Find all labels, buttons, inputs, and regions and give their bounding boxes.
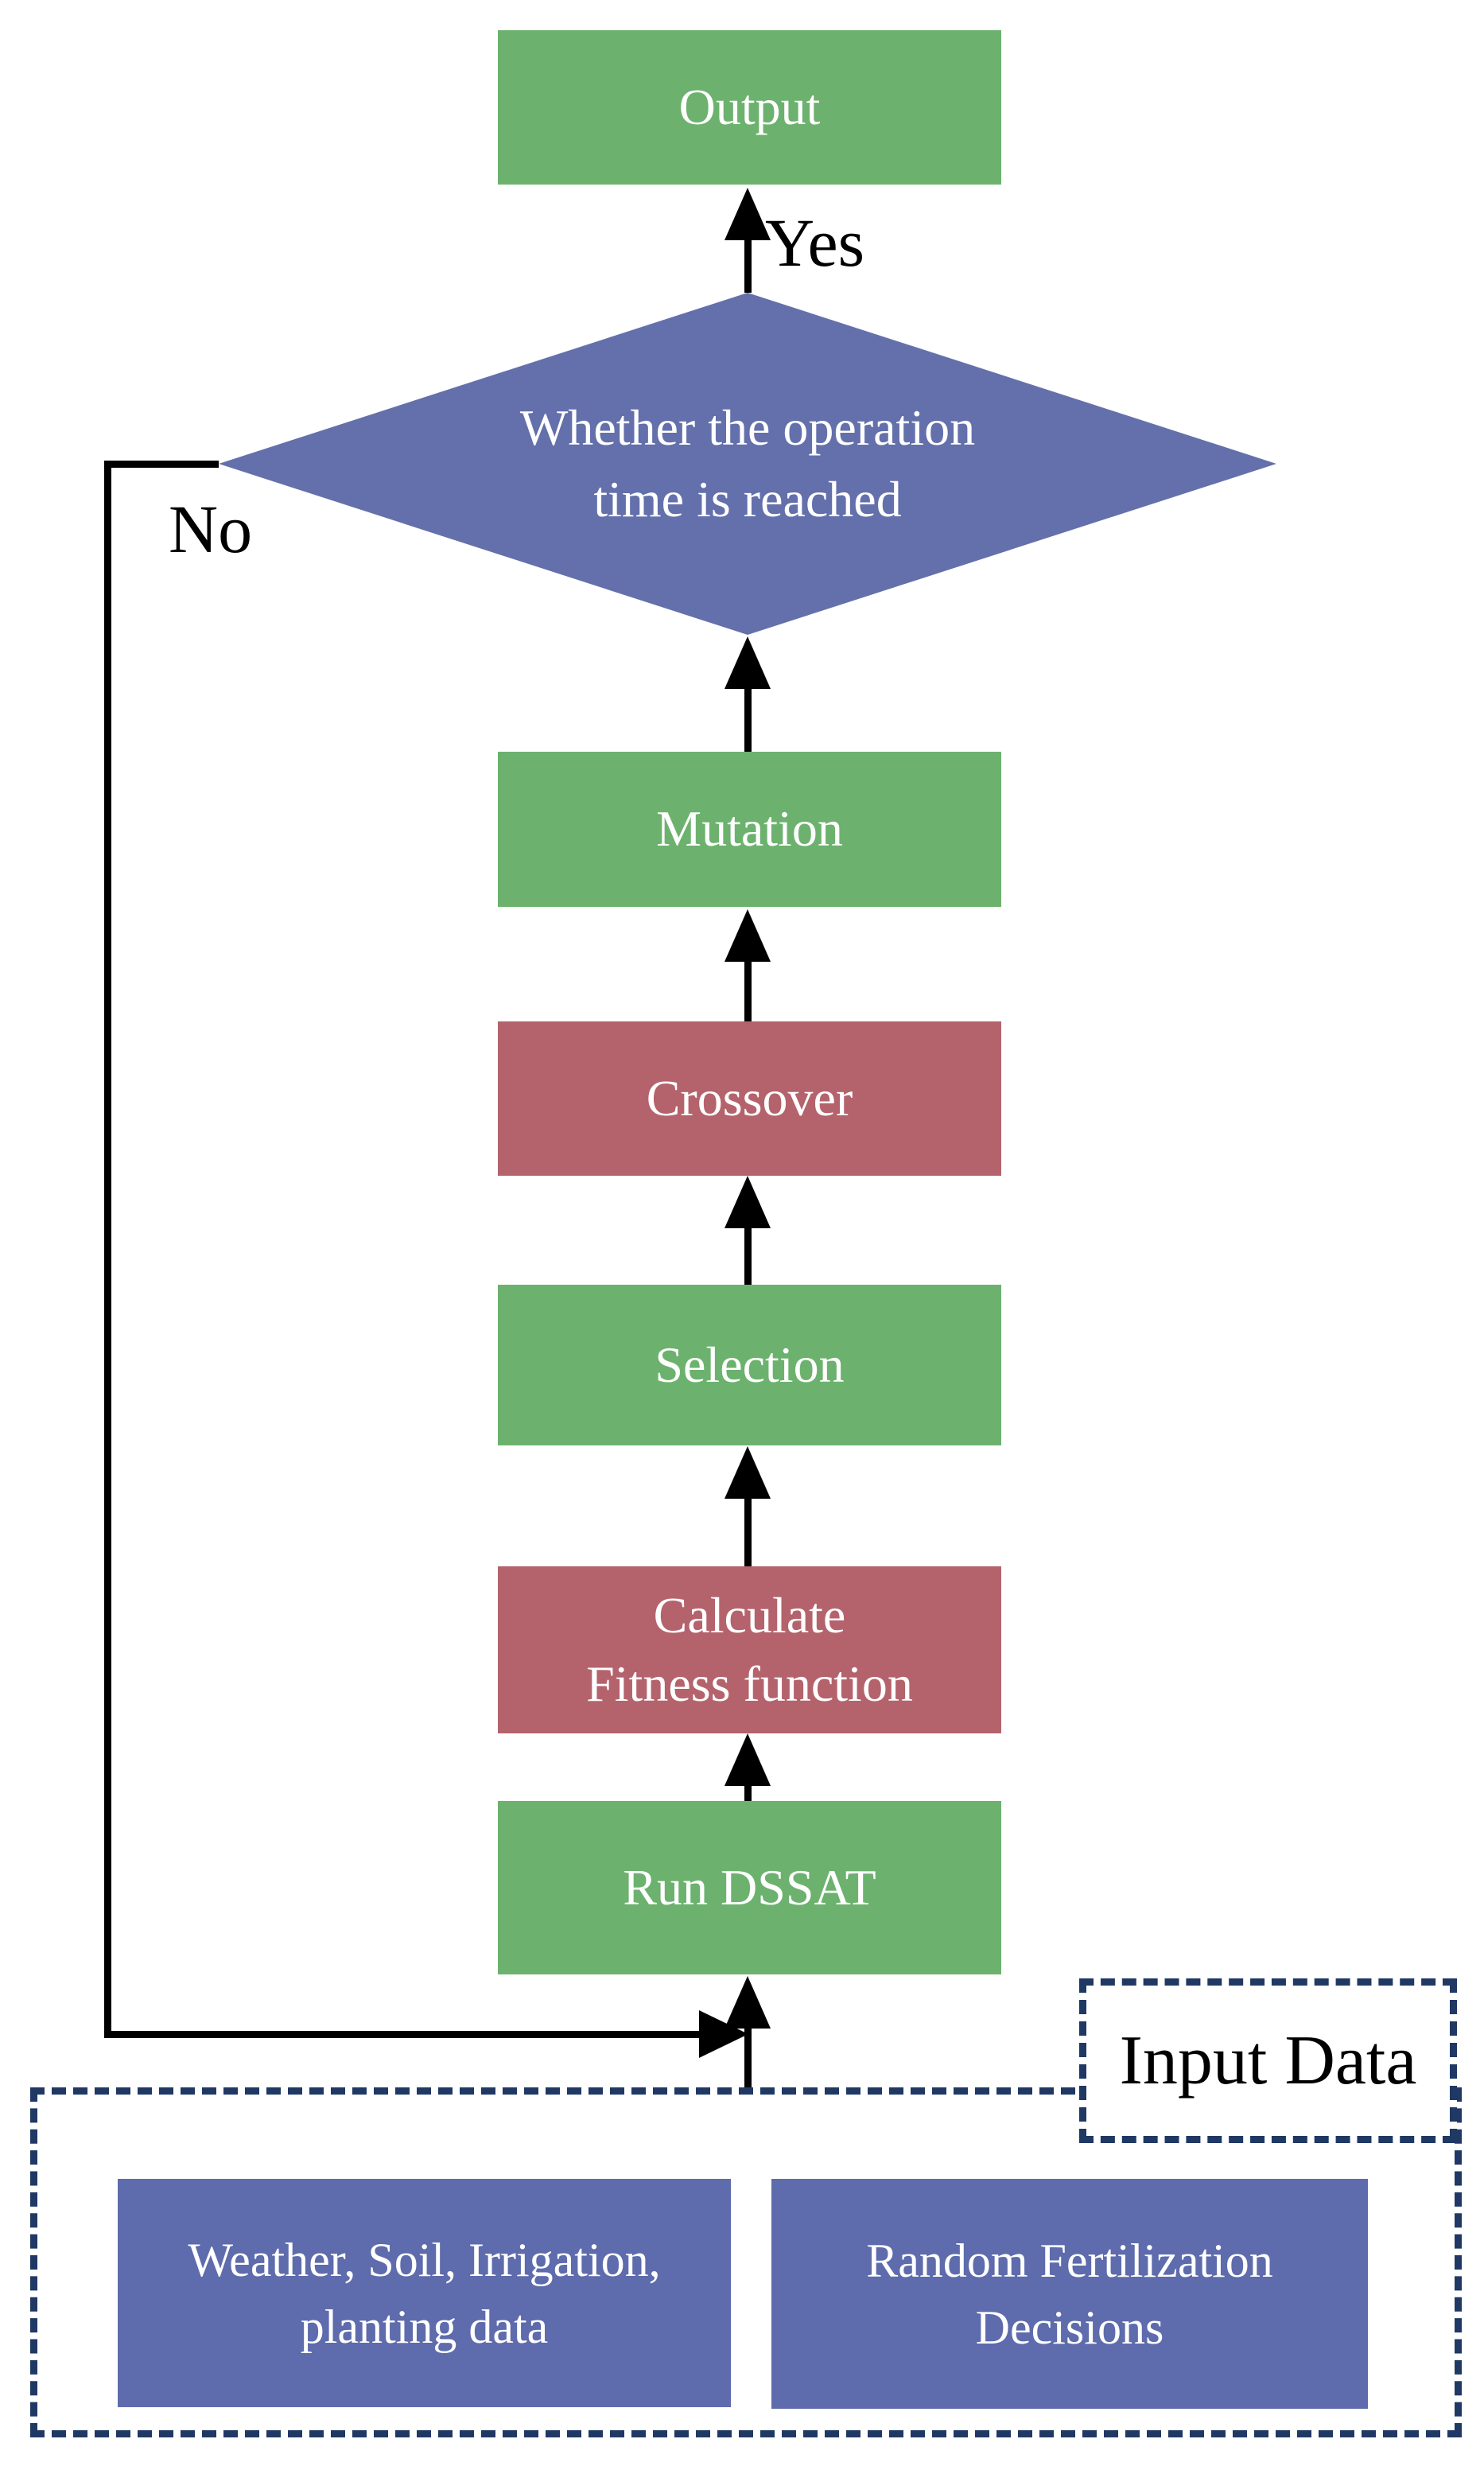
arrow-up-icon	[725, 909, 771, 962]
arrow-up-icon	[725, 1976, 771, 2029]
no-edge-label: No	[169, 491, 253, 567]
decision-label-line2: time is reached	[593, 471, 902, 527]
random-label-line1: Random Fertilization	[866, 2234, 1273, 2287]
arrow-rundssat-line	[744, 2025, 752, 2087]
arrow-up-icon	[725, 1446, 771, 1499]
selection-label: Selection	[655, 1336, 845, 1393]
arrow-up-icon	[725, 1733, 771, 1786]
arrow-yes-line	[744, 237, 752, 293]
fitness-box: Calculate Fitness function	[498, 1566, 1001, 1733]
yes-edge-label: Yes	[765, 204, 865, 281]
decision-diamond: Whether the operation time is reached	[219, 293, 1276, 635]
crossover-label: Crossover	[646, 1069, 853, 1126]
arrow-crossover-line	[744, 1225, 752, 1285]
crossover-box: Crossover	[498, 1021, 1001, 1176]
no-loop-top-line	[104, 461, 219, 468]
arrow-up-icon	[725, 188, 771, 240]
fitness-label-line2: Fitness function	[586, 1655, 913, 1712]
no-loop-bottom-line	[104, 2031, 699, 2038]
output-box: Output	[498, 30, 1001, 185]
mutation-box: Mutation	[498, 752, 1001, 907]
arrow-selection-line	[744, 1496, 752, 1566]
fitness-label-line1: Calculate	[653, 1586, 846, 1643]
weather-label-line1: Weather, Soil, Irrigation,	[188, 2233, 661, 2286]
arrow-up-icon	[725, 636, 771, 689]
selection-box: Selection	[498, 1285, 1001, 1445]
input-data-label-box: Input Data	[1079, 1978, 1457, 2143]
run-dssat-box: Run DSSAT	[498, 1801, 1001, 1974]
arrow-decision-line	[744, 686, 752, 752]
arrow-up-icon	[725, 1176, 771, 1228]
no-loop-left-line	[104, 461, 111, 2038]
decision-label-line1: Whether the operation	[519, 399, 976, 457]
arrow-mutation-line	[744, 959, 752, 1021]
arrow-fitness-line	[744, 1783, 752, 1801]
output-label: Output	[678, 78, 821, 135]
input-data-group	[30, 2087, 1462, 2437]
mutation-label: Mutation	[656, 800, 843, 858]
weather-label-line2: planting data	[300, 2300, 549, 2353]
random-fertilization-box: Random Fertilization Decisions	[771, 2179, 1368, 2409]
input-data-label: Input Data	[1119, 2022, 1417, 2099]
weather-soil-box: Weather, Soil, Irrigation, planting data	[118, 2179, 731, 2407]
run-dssat-label: Run DSSAT	[623, 1858, 876, 1916]
random-label-line2: Decisions	[975, 2301, 1164, 2354]
